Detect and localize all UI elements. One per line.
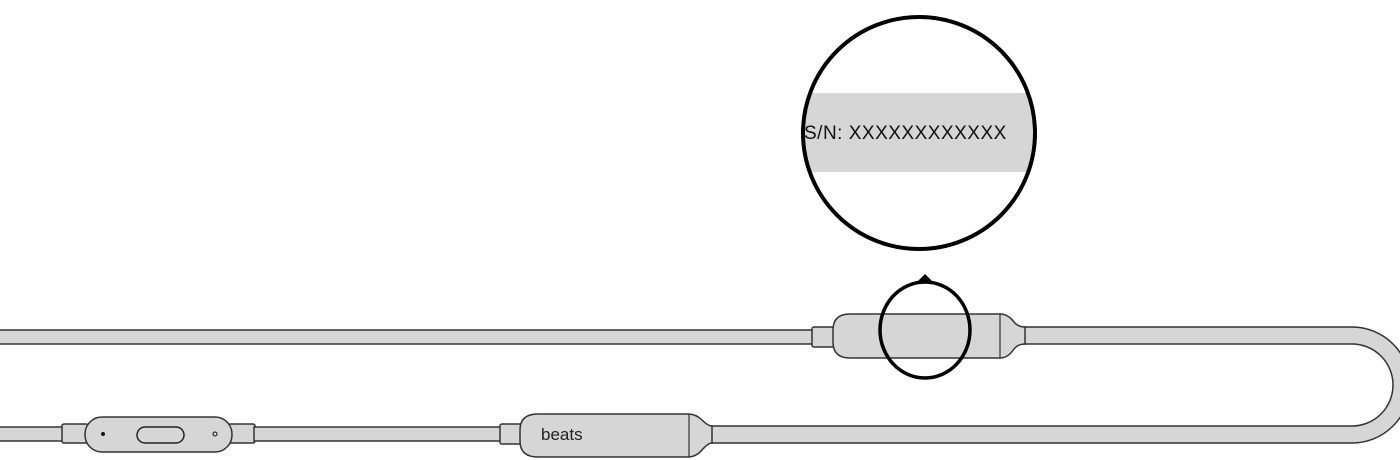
bottom-cable-mid bbox=[253, 426, 503, 442]
remote-minus-dot bbox=[101, 432, 105, 436]
magnifier-circle bbox=[801, 15, 1037, 251]
beats-connector bbox=[499, 423, 523, 445]
beats-logo: beats bbox=[541, 425, 583, 444]
cable-loop bbox=[689, 326, 1400, 444]
beats-module bbox=[519, 413, 713, 458]
bottom-cable-left bbox=[0, 426, 65, 442]
top-cable bbox=[0, 329, 814, 345]
serial-band bbox=[803, 93, 1035, 172]
serial-number-text: S/N: XXXXXXXXXXXX bbox=[804, 123, 1007, 144]
top-connector bbox=[811, 326, 835, 348]
remote-center-button bbox=[136, 426, 185, 444]
serial-module bbox=[832, 313, 1026, 359]
remote-plus-dot bbox=[212, 431, 218, 437]
remote-connector-left bbox=[61, 423, 89, 444]
callout-pointer-icon bbox=[916, 274, 934, 283]
